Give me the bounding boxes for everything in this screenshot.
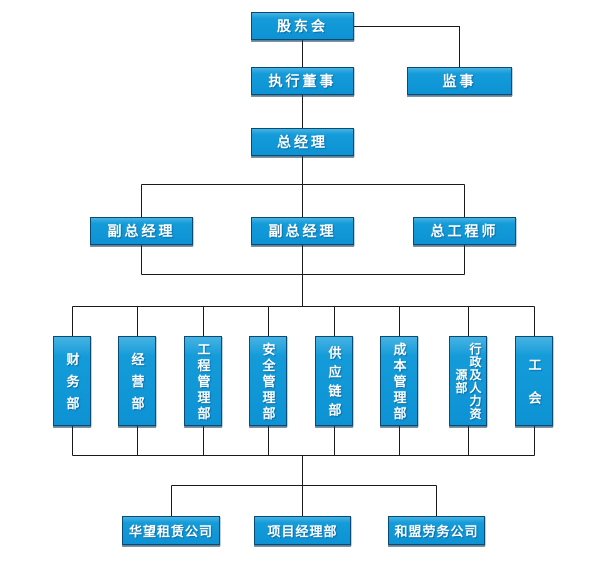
org-node-dept-safety-mgmt: 安全管理部 <box>249 336 287 426</box>
org-node-label: 股东会 <box>277 20 328 35</box>
org-node-deputy-gm-2: 副总经理 <box>251 217 354 245</box>
org-node-label: 副总经理 <box>107 225 176 240</box>
org-node-label: 项目经理部 <box>267 524 338 539</box>
org-node-label: 经营部 <box>129 352 145 419</box>
org-node-dept-labor-union: 工会 <box>515 336 553 426</box>
org-node-label: 华望租赁公司 <box>128 524 213 539</box>
org-node-label: 行政及人力资源部 <box>454 342 482 421</box>
org-node-dept-cost-mgmt: 成本管理部 <box>380 336 418 426</box>
org-node-label: 财务部 <box>64 352 80 419</box>
org-node-sub-hemeng-labor: 和盟劳务公司 <box>388 516 485 545</box>
org-node-dept-admin-hr: 行政及人力资源部 <box>449 336 487 426</box>
org-node-label: 总工程师 <box>430 225 499 240</box>
org-node-label: 执行董事 <box>268 75 337 90</box>
org-node-label: 工会 <box>526 358 542 424</box>
org-node-shareholders: 股东会 <box>251 12 354 40</box>
org-node-chief-engineer: 总工程师 <box>413 217 516 245</box>
org-node-executive-director: 执行董事 <box>251 67 354 95</box>
org-node-deputy-gm-1: 副总经理 <box>90 217 193 245</box>
org-node-label: 总经理 <box>277 136 328 151</box>
org-node-dept-operations: 经营部 <box>118 336 156 426</box>
org-node-label: 副总经理 <box>268 225 337 240</box>
org-node-label: 安全管理部 <box>260 342 276 423</box>
org-node-general-manager: 总经理 <box>251 128 354 156</box>
org-node-label: 监事 <box>442 75 477 90</box>
org-node-dept-supply-chain: 供应链部 <box>315 336 353 426</box>
org-node-label: 供应链部 <box>326 346 342 422</box>
org-node-label: 工程管理部 <box>195 342 211 423</box>
org-node-supervisor: 监事 <box>407 67 512 95</box>
org-node-dept-finance: 财务部 <box>53 336 91 426</box>
org-node-label: 和盟劳务公司 <box>394 524 479 539</box>
org-node-sub-huawang-leasing: 华望租赁公司 <box>122 516 220 545</box>
org-node-label: 成本管理部 <box>391 342 407 423</box>
org-node-sub-project-manager-dept: 项目经理部 <box>254 516 351 545</box>
org-node-dept-engineering-mgmt: 工程管理部 <box>184 336 222 426</box>
